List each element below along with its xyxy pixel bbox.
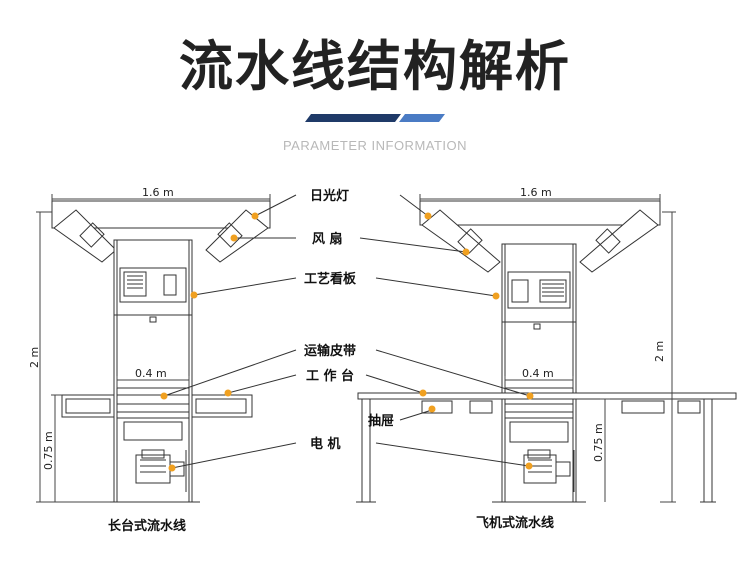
page-title: 流水线结构解析 xyxy=(179,35,571,98)
right-dimension-lines xyxy=(419,194,676,503)
callout-lamp: 日光灯 xyxy=(310,188,349,204)
callout-bench: 工 作 台 xyxy=(306,368,354,384)
dim-right-width: 1.6 m xyxy=(520,186,552,199)
marker-lamp-left xyxy=(251,212,259,220)
callout-belt: 运输皮带 xyxy=(304,343,356,359)
marker-belt-right xyxy=(526,392,534,400)
page-subtitle: PARAMETER INFORMATION xyxy=(282,138,468,153)
marker-board-right xyxy=(492,292,500,300)
left-machine xyxy=(51,200,271,503)
marker-motor-right xyxy=(525,462,533,470)
callout-markers xyxy=(160,212,534,472)
marker-bench-left xyxy=(224,389,232,397)
callout-fan: 风 扇 xyxy=(312,231,343,247)
caption-right: 飞机式流水线 xyxy=(476,515,554,531)
dim-left-width: 1.6 m xyxy=(142,186,174,199)
marker-lamp-right xyxy=(424,212,432,220)
right-machine xyxy=(356,200,737,503)
marker-belt-left xyxy=(160,392,168,400)
marker-drawer xyxy=(428,405,436,413)
callout-drawer: 抽屉 xyxy=(368,413,394,429)
title-divider xyxy=(305,114,445,122)
callout-board: 工艺看板 xyxy=(304,271,357,287)
marker-fan-right xyxy=(462,248,470,256)
left-dimension-lines xyxy=(36,194,271,503)
marker-motor-left xyxy=(168,464,176,472)
dim-left-height: 2 m xyxy=(28,347,41,368)
caption-left: 长台式流水线 xyxy=(108,518,186,534)
callout-leaders xyxy=(163,194,531,469)
marker-fan-left xyxy=(230,234,238,242)
dim-right-bench-height: 0.75 m xyxy=(592,423,605,462)
dim-right-belt: 0.4 m xyxy=(522,367,554,380)
dim-left-belt: 0.4 m xyxy=(135,367,167,380)
marker-bench-right xyxy=(419,389,427,397)
dim-left-bench-height: 0.75 m xyxy=(42,431,55,470)
dim-right-height: 2 m xyxy=(653,341,666,362)
callout-motor: 电 机 xyxy=(310,436,341,452)
marker-board-left xyxy=(190,291,198,299)
